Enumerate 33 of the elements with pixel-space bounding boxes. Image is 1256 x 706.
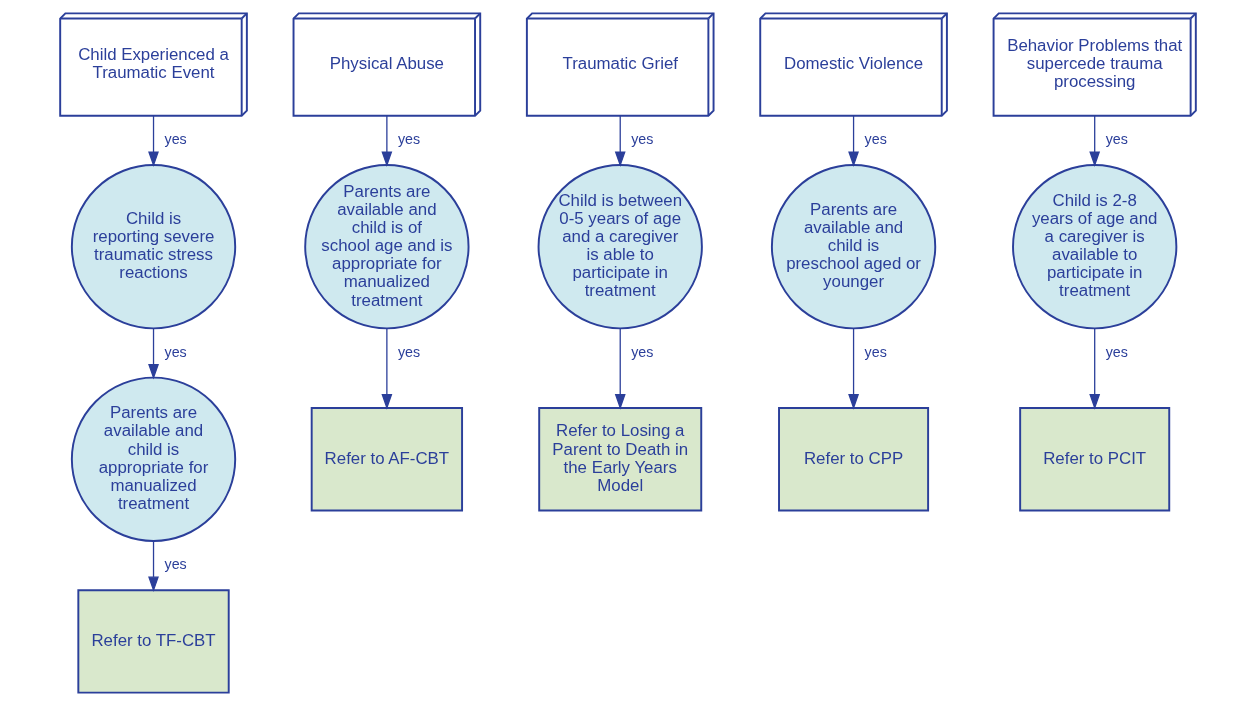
arrow [381,115,393,167]
edge-label: yes [631,131,654,148]
edge-label: yes [164,556,187,573]
arrow [614,115,626,167]
edge-label: yes [164,343,187,360]
node-circle: Child is 2-8 years of age and a caregiver is available to participate in treatment [1012,164,1178,330]
arrow [381,327,393,410]
node-box: Refer to TF-CBT [77,589,230,694]
node-box: Refer to CPP [778,407,930,512]
arrow [848,115,860,167]
edge-label: yes [1105,131,1128,148]
edge-label: yes [164,131,187,148]
arrow [148,327,159,380]
arrow [848,327,860,410]
node-circle: Parents are available and child is appropriate for manualized treatment [70,376,237,542]
arrow [148,540,159,593]
edge-label: yes [397,343,421,360]
arrow [1089,327,1101,410]
edge-label: yes [397,131,421,148]
arrow [1089,115,1101,167]
edge-label: yes [864,343,887,360]
node-circle: Parents are available and child is preschool aged or younger [770,164,937,330]
node-box: Refer to AF-CBT [310,407,464,512]
node-circle: Parents are available and child is of school age and is appropriate for manualized treatment [304,164,470,330]
node-circle: Child is between 0-5 years of age and a caregiver is able to participate in treatment [537,164,703,330]
node-box: Refer to Losing a Parent to Death in the Early Years Model [538,407,703,512]
node-box: Refer to PCIT [1019,407,1171,512]
node-circle: Child is reporting severe traumatic stress reactions [70,164,237,330]
edge-label: yes [864,131,887,148]
arrow [148,115,159,167]
arrow [614,327,626,410]
edge-label: yes [631,343,654,360]
edge-label: yes [1105,343,1128,360]
